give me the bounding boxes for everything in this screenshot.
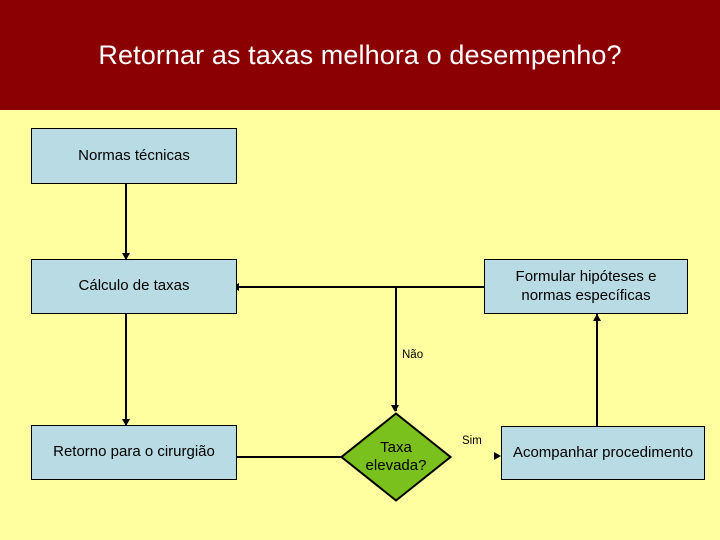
diamond-shape-icon: [340, 412, 452, 502]
arrowhead-into-decisao: [391, 405, 399, 412]
flow-node-normas-tecnicas[interactable]: Normas técnicas: [31, 128, 237, 184]
arrowhead-into-acompanhar: [494, 452, 501, 460]
flow-node-taxa-elevada-decision[interactable]: Taxa elevada?: [340, 412, 452, 502]
connector-acompanhar-to-formular: [596, 314, 598, 427]
flow-node-label: Acompanhar procedimento: [512, 443, 694, 461]
flow-node-label: Taxa elevada?: [365, 439, 427, 474]
flow-node-label: Formular hipóteses e normas específicas: [515, 268, 657, 304]
title-banner: [0, 0, 720, 110]
edge-label-nao: Não: [402, 349, 424, 361]
flow-node-label: Normas técnicas: [78, 146, 190, 164]
flow-node-calculo-de-taxas[interactable]: Cálculo de taxas: [31, 259, 237, 314]
connector-retorno-to-decisao: [237, 456, 342, 458]
connector-calculo-to-retorno: [125, 314, 127, 426]
connector-branch-to-decisao: [395, 287, 397, 411]
arrowhead-into-formular: [592, 314, 601, 321]
flow-node-retorno-cirurgiao[interactable]: Retorno para o cirurgião: [31, 425, 237, 480]
connector-formular-to-calculo: [237, 286, 485, 288]
edge-label-sim: Sim: [462, 435, 482, 447]
flow-node-acompanhar-procedimento[interactable]: Acompanhar procedimento: [501, 426, 705, 480]
page-title: Retornar as taxas melhora o desempenho?: [98, 39, 622, 70]
flow-node-formular-hipoteses[interactable]: Formular hipóteses e normas específicas: [484, 259, 688, 314]
arrowhead-into-calculo: [121, 253, 130, 260]
arrowhead-into-retorno: [121, 419, 130, 426]
flow-node-label: Retorno para o cirurgião: [53, 443, 215, 461]
connector-normas-to-calculo: [125, 184, 127, 260]
flow-node-label: Cálculo de taxas: [78, 277, 190, 295]
